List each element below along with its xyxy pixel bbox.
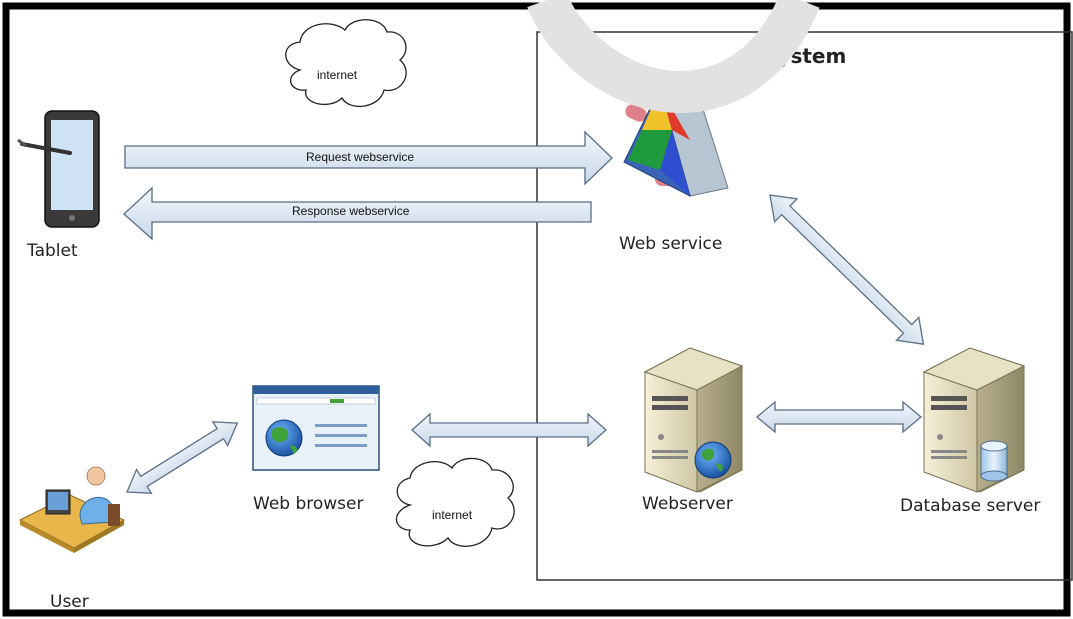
tablet-label: Tablet (26, 241, 78, 261)
database-server-icon: Database server (900, 347, 1040, 516)
webservice-db-arrow (769, 194, 925, 345)
browser-webserver-arrow (411, 412, 607, 448)
user-label: User (50, 592, 89, 612)
user-icon: User (18, 466, 126, 612)
webserver-icon: Webserver (642, 347, 744, 514)
internet-cloud-bottom: internet (395, 457, 515, 547)
request-arrow: Request webservice (124, 130, 613, 186)
web-service-label: Web service (619, 234, 722, 254)
tablet-icon: Tablet (17, 110, 100, 261)
webserver-label: Webserver (642, 494, 733, 514)
webserver-db-arrow (755, 400, 923, 434)
web-browser-label: Web browser (253, 494, 363, 514)
response-arrow: Response webservice (123, 186, 592, 241)
database-server-label: Database server (900, 496, 1040, 516)
web-browser-icon: Web browser (252, 385, 380, 514)
response-arrow-label: Response webservice (292, 204, 410, 218)
request-arrow-label: Request webservice (306, 150, 414, 164)
internet-cloud-top: internet (285, 19, 407, 108)
cloud-top-label: internet (317, 68, 358, 82)
cloud-bottom-label: internet (432, 508, 473, 522)
user-browser-arrow (126, 421, 239, 494)
decorative-arc (527, 0, 820, 114)
